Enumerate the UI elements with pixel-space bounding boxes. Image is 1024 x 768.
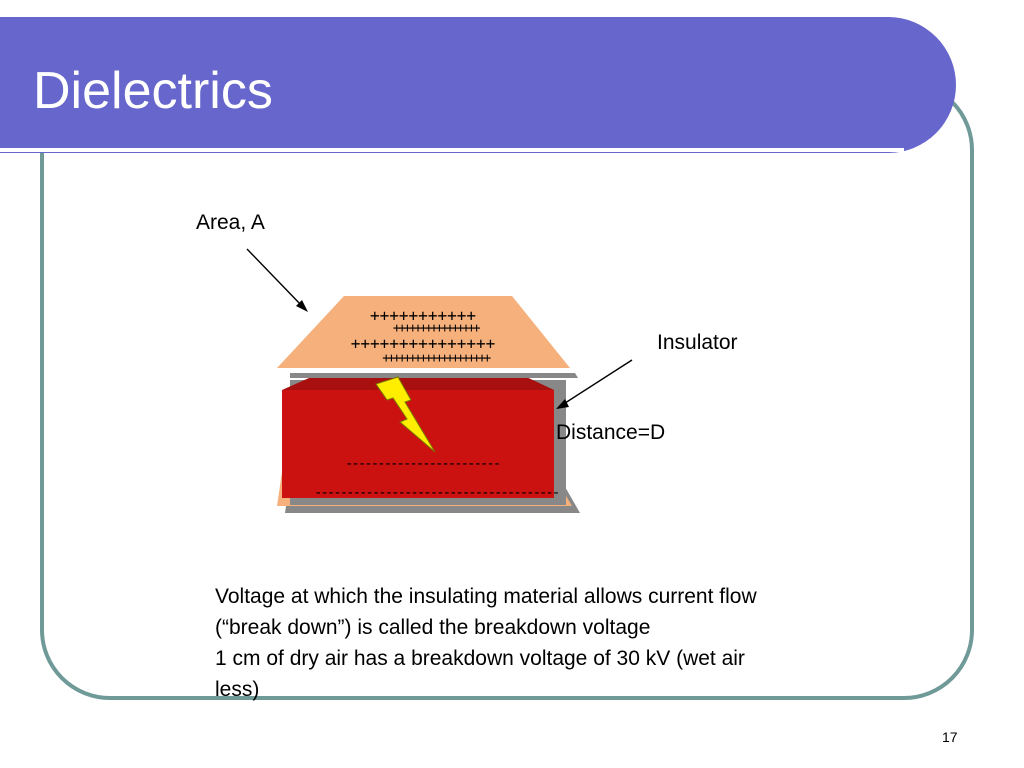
top-plate: [277, 296, 570, 368]
page-number: 17: [942, 729, 958, 745]
lightning-bolt-icon: [375, 376, 436, 453]
area-label: Area, A: [196, 211, 265, 234]
insulator-arrow-head: [556, 399, 569, 409]
title-bar: Dielectrics: [0, 17, 956, 153]
plus-charges-row-3: +++++++++++++++: [350, 334, 496, 353]
body-line-1: Voltage at which the insulating material…: [215, 585, 757, 608]
title-underline: [0, 148, 904, 152]
area-arrow: [246, 248, 304, 308]
slide-title: Dielectrics: [33, 62, 273, 120]
body-line-2: (“break down”) is called the breakdown v…: [215, 616, 651, 639]
body-line-3: 1 cm of dry air has a breakdown voltage …: [215, 647, 745, 670]
body-line-4: less): [215, 678, 260, 701]
insulator-block: [282, 390, 554, 498]
area-arrow-head: [296, 300, 308, 312]
minus-charges-row-2: --------------------------------------: [314, 485, 560, 501]
insulator-label: Insulator: [657, 331, 738, 354]
distance-label: Distance=D: [556, 421, 666, 444]
insulator-arrow: [561, 359, 633, 406]
plus-charges-row-4: ++++++++++++++++++++: [382, 351, 491, 366]
plus-charges-row-2: ++++++++++++++++: [392, 321, 481, 336]
plus-charges-row-1: +++++++++++: [370, 306, 476, 325]
minus-charges-row-1: ------------------------: [345, 456, 501, 472]
top-plate-shadow: [290, 373, 578, 378]
body-text: Voltage at which the insulating material…: [215, 581, 895, 705]
